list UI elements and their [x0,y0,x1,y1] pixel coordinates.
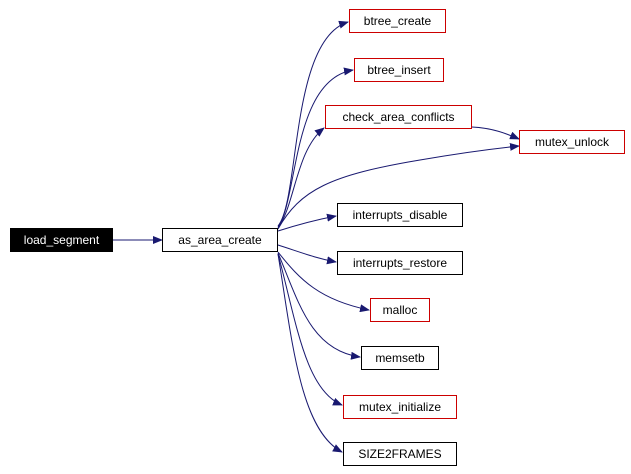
node-malloc-label: malloc [382,303,418,317]
node-load_segment[interactable]: load_segment [10,228,113,252]
node-memsetb-label: memsetb [375,351,425,365]
node-memsetb[interactable]: memsetb [361,346,439,370]
node-btree_create-label: btree_create [363,14,432,28]
node-check_area_conflicts-label: check_area_conflicts [342,110,455,124]
node-SIZE2FRAMES-label: SIZE2FRAMES [358,447,442,461]
node-interrupts_disable-label: interrupts_disable [352,208,448,222]
node-malloc[interactable]: malloc [370,298,430,322]
node-interrupts_restore-label: interrupts_restore [352,256,448,270]
edge-as_area_create-interrupts_disable [277,213,337,232]
edge-as_area_create-SIZE2FRAMES [277,253,343,453]
edge-as_area_create-memsetb [277,252,361,360]
node-mutex_initialize-label: mutex_initialize [358,400,442,414]
node-check_area_conflicts[interactable]: check_area_conflicts [325,105,472,129]
node-load_segment-label: load_segment [23,233,100,247]
node-interrupts_disable[interactable]: interrupts_disable [337,203,463,227]
node-interrupts_restore[interactable]: interrupts_restore [337,251,463,275]
node-mutex_unlock-label: mutex_unlock [534,135,610,149]
edge-check_area_conflicts-mutex_unlock [471,126,520,140]
node-btree_insert-label: btree_insert [367,63,431,77]
edge-as_area_create-check_area_conflicts [277,127,325,229]
edge-as_area_create-mutex_unlock [277,142,520,230]
node-mutex_initialize[interactable]: mutex_initialize [343,395,457,419]
node-mutex_unlock[interactable]: mutex_unlock [519,130,625,154]
node-SIZE2FRAMES[interactable]: SIZE2FRAMES [343,442,457,466]
node-btree_insert[interactable]: btree_insert [354,58,444,82]
edge-as_area_create-mutex_initialize [277,253,343,406]
edge-as_area_create-malloc [277,251,370,313]
node-as_area_create[interactable]: as_area_create [162,228,278,252]
edge-as_area_create-btree_insert [277,67,354,228]
edge-as_area_create-interrupts_restore [277,244,337,265]
node-as_area_create-label: as_area_create [178,233,262,247]
node-btree_create[interactable]: btree_create [349,9,446,33]
